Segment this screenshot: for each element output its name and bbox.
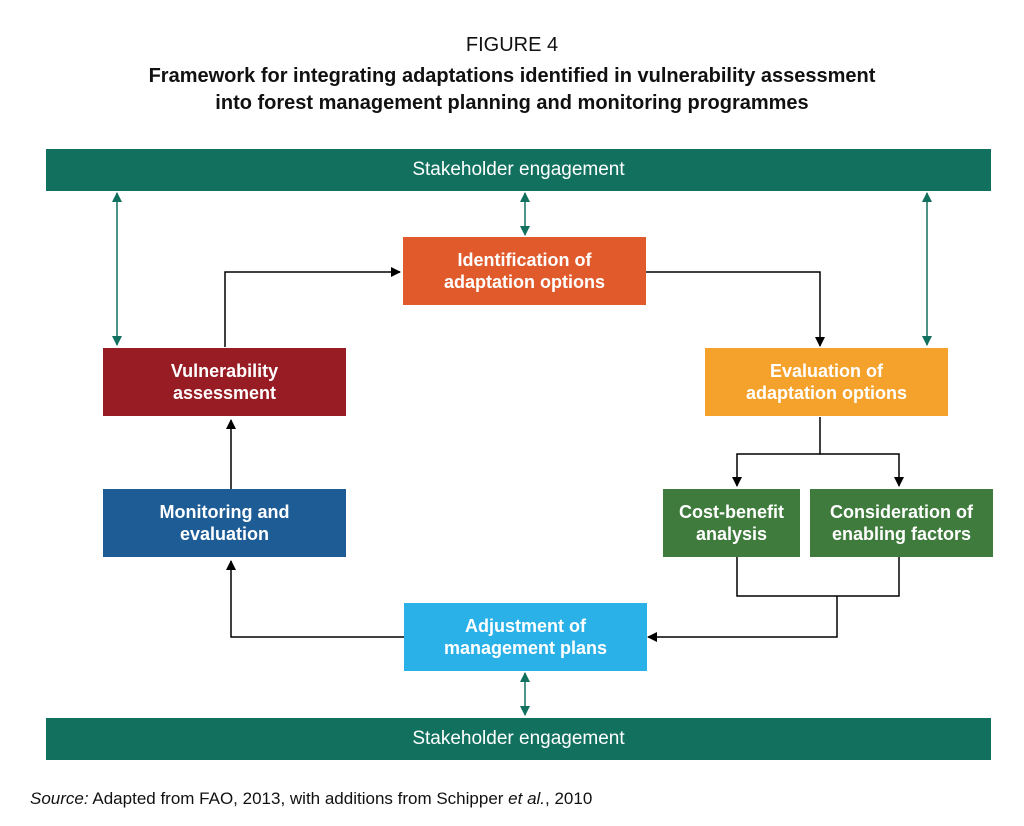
enabling-line-1: Consideration of: [830, 502, 973, 522]
enabling-line-2: enabling factors: [831, 524, 972, 544]
monitoring-box: Monitoring and evaluation: [103, 489, 346, 557]
source-label: Source:: [30, 789, 89, 808]
figure-title-line-2: into forest management planning and moni…: [215, 92, 809, 114]
adjustment-line-1: Adjustment of: [465, 616, 586, 636]
adjustment-line-2: management plans: [443, 638, 608, 658]
evaluation-line-2: adaptation options: [746, 383, 907, 403]
cost-benefit-box: Cost-benefit analysis: [663, 489, 800, 557]
arrow-vulnerability-to-identification: [224, 267, 401, 347]
monitoring-line-1: Monitoring and: [159, 502, 290, 522]
arrow-adjustment-to-monitoring: [226, 560, 404, 638]
enabling-factors-box: Consideration of enabling factors: [810, 489, 993, 557]
arrow-identification-to-evaluation: [646, 271, 825, 347]
cost-benefit-line-1: Cost-benefit: [679, 502, 784, 522]
vulnerability-line-2: assessment: [172, 383, 277, 403]
evaluation-line-1: Evaluation of: [769, 361, 883, 381]
monitoring-line-2: evaluation: [179, 524, 270, 544]
figure-title: Framework for integrating adaptations id…: [0, 63, 1024, 117]
merge-cost-benefit: [736, 557, 900, 597]
vulnerability-box: Vulnerability assessment: [103, 348, 346, 416]
identification-line-2: adaptation options: [444, 272, 605, 292]
arrow-evaluation-split: [732, 417, 821, 487]
cost-benefit-line-2: analysis: [695, 524, 768, 544]
source-text: Adapted from FAO, 2013, with additions f…: [92, 789, 509, 808]
adjustment-box: Adjustment of management plans: [404, 603, 647, 671]
source-text-end: , 2010: [545, 789, 593, 808]
evaluation-box: Evaluation of adaptation options: [705, 348, 948, 416]
source-note: Source: Adapted from FAO, 2013, with add…: [30, 789, 592, 809]
source-italic: et al.: [508, 789, 546, 808]
arrow-evaluation-to-enabling: [820, 453, 904, 487]
vulnerability-line-1: Vulnerability: [170, 361, 279, 381]
figure-title-line-1: Framework for integrating adaptations id…: [148, 65, 876, 87]
figure-label: FIGURE 4: [465, 34, 559, 56]
stakeholder-engagement-bottom-bar: Stakeholder engagement: [46, 718, 991, 760]
identification-line-1: Identification of: [457, 250, 592, 270]
identification-box: Identification of adaptation options: [403, 237, 646, 305]
arrow-merge-to-adjustment: [647, 596, 838, 642]
stakeholder-engagement-top-bar: Stakeholder engagement: [46, 149, 991, 191]
